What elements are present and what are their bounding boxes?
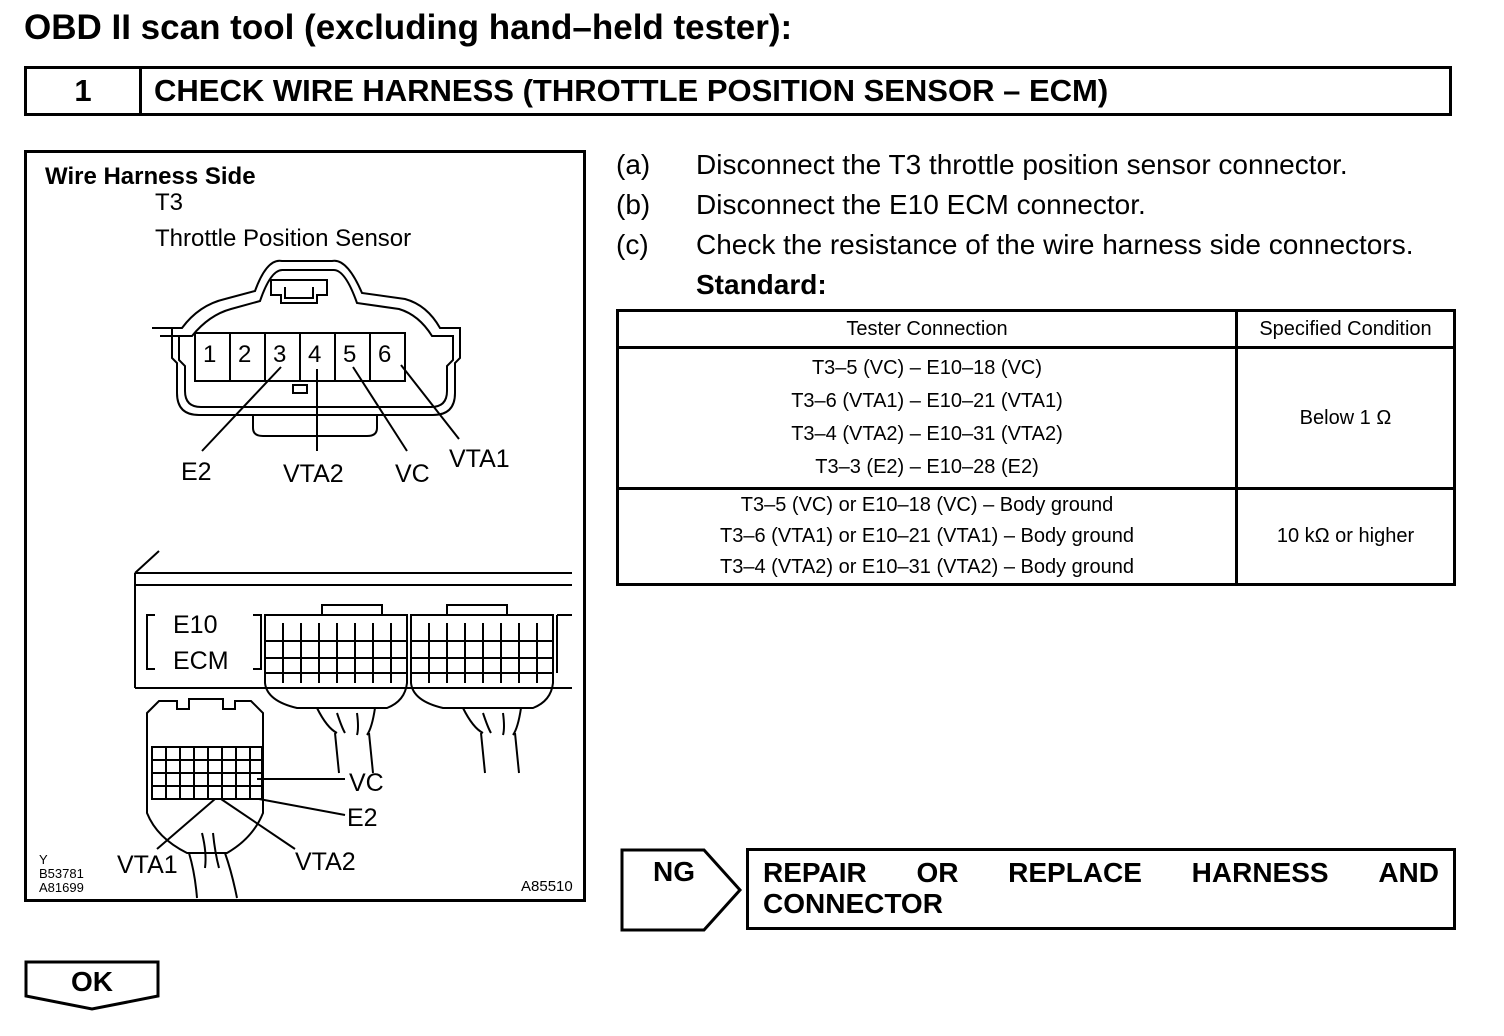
step-letter: (c) xyxy=(616,229,649,260)
repair-action-word: REPAIR xyxy=(763,857,867,888)
connection-cell: T3–5 (VC) – E10–18 (VC) T3–6 (VTA1) – E1… xyxy=(616,346,1238,490)
pin-label: 3 xyxy=(273,341,287,368)
step-header: 1 CHECK WIRE HARNESS (THROTTLE POSITION … xyxy=(24,66,1452,116)
step-text: Disconnect the E10 ECM connector. xyxy=(696,189,1146,220)
ecm-connector-right xyxy=(410,614,554,709)
pin-label: 4 xyxy=(308,341,322,368)
procedure-steps: (a) Disconnect the T3 throttle position … xyxy=(616,145,1476,305)
connection-line: T3–6 (VTA1) – E10–21 (VTA1) xyxy=(791,390,1063,412)
column-header: Tester Connection xyxy=(616,309,1238,349)
connection-line: T3–5 (VC) – E10–18 (VC) xyxy=(811,357,1043,379)
step-letter: (a) xyxy=(616,149,651,180)
pin-label: 1 xyxy=(203,341,217,368)
ref-code: A85510 xyxy=(521,878,573,895)
condition-cell: 10 kΩ or higher xyxy=(1235,487,1456,586)
connection-line: T3–3 (E2) – E10–28 (E2) xyxy=(815,456,1039,478)
standard-label: Standard: xyxy=(696,269,827,300)
connection-line: T3–5 (VC) or E10–18 (VC) – Body ground xyxy=(740,494,1114,516)
ecm-label-vta2: VTA2 xyxy=(295,848,356,876)
repair-action-line: CONNECTOR xyxy=(763,888,943,919)
repair-action-word: OR xyxy=(916,857,959,888)
repair-action-box: REPAIR OR REPLACE HARNESS AND CONNECTOR xyxy=(746,848,1456,930)
sensor-label-vc: VC xyxy=(395,460,430,488)
table-header-row: Tester Connection Specified Condition xyxy=(616,309,1456,349)
ref-code: A81699 xyxy=(39,880,84,895)
procedure-step: (b) Disconnect the E10 ECM connector. xyxy=(616,185,1476,225)
connection-line: T3–4 (VTA2) – E10–31 (VTA2) xyxy=(791,423,1063,445)
repair-action-word: HARNESS xyxy=(1191,857,1329,888)
ecm-connector-left xyxy=(264,614,408,709)
procedure-step: (c) Check the resistance of the wire har… xyxy=(616,225,1476,265)
ref-code: B53781 xyxy=(39,866,84,881)
page-title: OBD II scan tool (excluding hand–held te… xyxy=(24,8,793,47)
sensor-label-vta2: VTA2 xyxy=(283,460,344,488)
table-row: T3–5 (VC) – E10–18 (VC) T3–6 (VTA1) – E1… xyxy=(616,346,1456,490)
e10-connector xyxy=(146,698,264,854)
procedure-step: (a) Disconnect the T3 throttle position … xyxy=(616,145,1476,185)
sensor-label-vta1: VTA1 xyxy=(449,445,510,473)
connection-line: T3–4 (VTA2) or E10–31 (VTA2) – Body grou… xyxy=(720,556,1134,578)
column-header: Specified Condition xyxy=(1235,309,1456,349)
sensor-name: Throttle Position Sensor xyxy=(155,225,412,252)
repair-action-line: REPAIR OR REPLACE HARNESS AND xyxy=(763,857,1439,888)
ecm-label-vta1: VTA1 xyxy=(117,851,178,879)
arrow-right-icon xyxy=(620,848,743,932)
connector-illustration xyxy=(134,259,572,899)
ok-label: OK xyxy=(71,966,113,997)
repair-action-word: REPLACE xyxy=(1008,857,1142,888)
step-number: 1 xyxy=(27,69,142,113)
ecm-label-vc: VC xyxy=(349,769,384,797)
step-text: Disconnect the T3 throttle position sens… xyxy=(696,149,1348,180)
spec-table: Tester Connection Specified Condition T3… xyxy=(616,309,1456,586)
ecm-label-e2: E2 xyxy=(347,804,378,832)
ref-letter: Y xyxy=(39,852,48,867)
sensor-code: T3 xyxy=(155,189,184,216)
table-row: T3–5 (VC) or E10–18 (VC) – Body ground T… xyxy=(616,487,1456,586)
step-title: CHECK WIRE HARNESS (THROTTLE POSITION SE… xyxy=(154,73,1109,108)
condition-cell: Below 1 Ω xyxy=(1235,346,1456,490)
sensor-connector-outline xyxy=(152,259,461,416)
sensor-label-e2: E2 xyxy=(181,458,212,486)
ecm-code: E10 xyxy=(173,611,218,639)
pin-label: 5 xyxy=(343,341,357,368)
arrow-down-icon xyxy=(24,960,160,1011)
step-text: Check the resistance of the wire harness… xyxy=(696,229,1414,260)
step-letter: (b) xyxy=(616,189,651,220)
ecm-name: ECM xyxy=(173,647,229,675)
figure-heading: Wire Harness Side xyxy=(45,163,256,190)
connection-line: T3–6 (VTA1) or E10–21 (VTA1) – Body grou… xyxy=(720,525,1134,547)
ng-label: NG xyxy=(653,856,695,887)
wiring-figure: Wire Harness Side T3 Throttle Position S… xyxy=(24,150,586,902)
repair-action-word: AND xyxy=(1378,857,1439,888)
connection-cell: T3–5 (VC) or E10–18 (VC) – Body ground T… xyxy=(616,487,1238,586)
pin-label: 2 xyxy=(238,341,252,368)
pin-label: 6 xyxy=(378,341,392,368)
